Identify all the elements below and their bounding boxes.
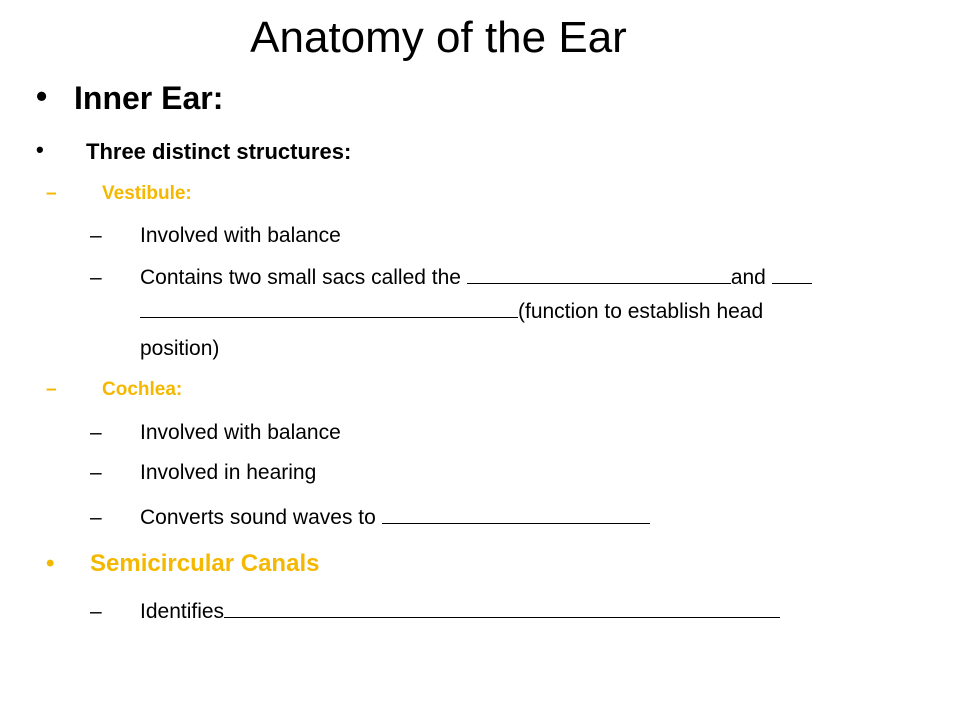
structures-label: Three distinct structures: (86, 139, 352, 164)
sacs-text-mid: and (730, 266, 772, 289)
dash-icon: – (46, 379, 57, 400)
dash-icon: – (90, 461, 102, 484)
cochlea-item-hearing: Involved in hearing (140, 461, 317, 484)
dash-icon: – (90, 224, 102, 247)
semicircular-canals-label: Semicircular Canals (90, 550, 320, 577)
fill-in-blank[interactable] (466, 264, 731, 284)
identifies-text: Identifies (140, 600, 225, 623)
vestibule-item-sacs-cont2: position) (140, 337, 220, 360)
dash-icon: – (46, 183, 57, 204)
semicircular-item-identifies: Identifies (140, 596, 781, 628)
vestibule-item-sacs: Contains two small sacs called the and (140, 262, 812, 294)
fill-in-blank[interactable] (771, 264, 812, 284)
bullet-icon: • (36, 78, 48, 114)
sacs-text-after: (function to establish head (518, 300, 764, 323)
bullet-icon: • (46, 550, 55, 577)
slide-title: Anatomy of the Ear (250, 13, 627, 62)
dash-icon: – (90, 600, 102, 623)
dash-icon: – (90, 506, 102, 529)
dash-icon: – (90, 421, 102, 444)
fill-in-blank[interactable] (224, 598, 781, 618)
cochlea-item-converts: Converts sound waves to (140, 502, 650, 534)
fill-in-blank[interactable] (140, 298, 518, 318)
vestibule-label: Vestibule: (102, 183, 192, 204)
bullet-icon: • (36, 137, 44, 162)
vestibule-item-balance: Involved with balance (140, 224, 341, 247)
dash-icon: – (90, 266, 102, 289)
fill-in-blank[interactable] (381, 504, 650, 524)
vestibule-item-sacs-cont: (function to establish head (140, 296, 763, 328)
converts-text: Converts sound waves to (140, 506, 382, 529)
cochlea-label: Cochlea: (102, 379, 183, 400)
sacs-text-before: Contains two small sacs called the (140, 266, 467, 289)
cochlea-item-balance: Involved with balance (140, 421, 341, 444)
inner-ear-heading: Inner Ear: (74, 80, 224, 116)
